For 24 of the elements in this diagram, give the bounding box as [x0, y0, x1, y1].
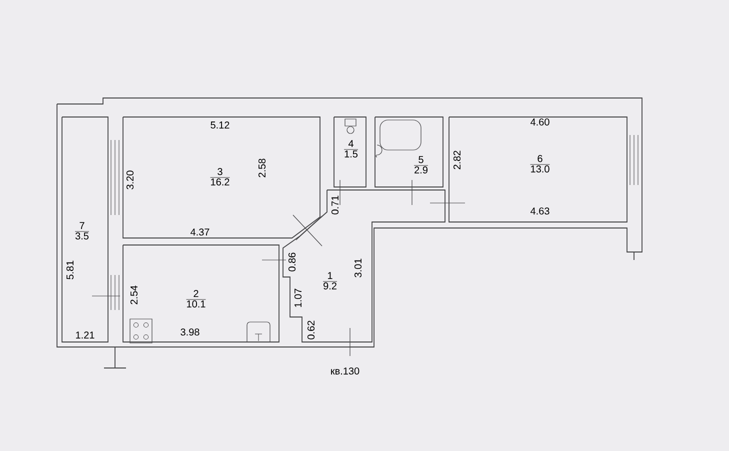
dimension-label: 4.60 [530, 118, 550, 126]
room-label: 1 9.2 [322, 272, 338, 290]
dimension-label: 4.63 [530, 207, 550, 215]
dimension-label: 3.01 [354, 258, 362, 278]
dimension-label: 2.82 [453, 150, 461, 170]
dimension-label: 5.81 [66, 260, 74, 280]
dimension-label: 1.07 [294, 288, 302, 307]
room-label: 7 3.5 [74, 222, 90, 240]
room-label: 3 16.2 [210, 168, 230, 186]
room-label: 6 13.0 [530, 155, 550, 172]
dimension-label: 3.20 [126, 170, 134, 190]
dimension-label: 4.37 [190, 228, 210, 236]
dimension-label: 3.98 [180, 328, 200, 336]
dimension-label: кв.130 [331, 367, 360, 375]
dimension-label: 2.54 [130, 286, 138, 304]
room-label: 2 10.1 [186, 290, 206, 308]
dimension-label: 0.62 [307, 320, 315, 340]
room-label: 5 2.9 [414, 156, 428, 174]
dimension-label: 0.86 [288, 252, 296, 272]
dimension-label: 1.21 [76, 332, 94, 338]
dimension-label: 0.71 [331, 196, 339, 214]
dimension-label: 5.12 [210, 121, 230, 129]
dimension-label: 2.58 [258, 158, 266, 178]
room-label: 4 1.5 [344, 140, 358, 158]
